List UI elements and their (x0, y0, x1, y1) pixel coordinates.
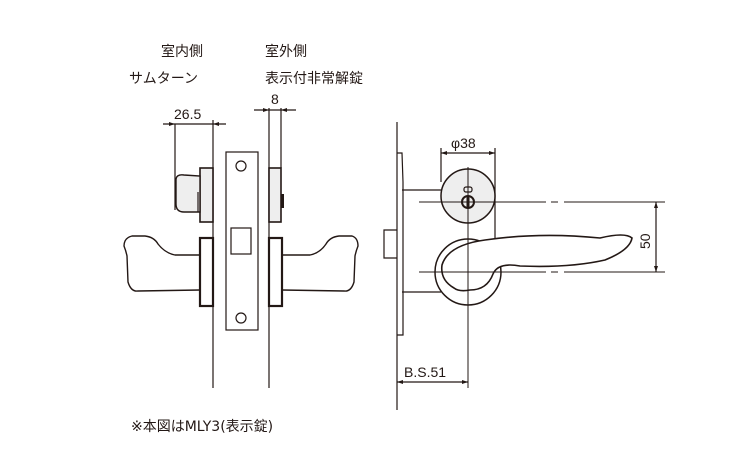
front-view (383, 122, 665, 410)
dim-text-50: 50 (637, 233, 653, 249)
emergency-release-label: 表示付非常解錠 (265, 71, 363, 87)
arrow-head (654, 266, 658, 272)
arrow-head (441, 151, 447, 155)
faceplate-edge (397, 152, 404, 336)
latch-opening (230, 227, 252, 255)
emergency-release-slot (281, 194, 284, 208)
dim-text-backset: B.S.51 (404, 364, 446, 380)
outdoor-side-label: 室外側 (265, 44, 307, 60)
lever-handle-indoor (123, 235, 201, 292)
side-view (123, 108, 359, 388)
arrow-head (281, 108, 287, 112)
dim-text-8: 8 (271, 91, 279, 107)
screw-hole-bottom (235, 312, 247, 324)
lever-handle-outdoor (281, 235, 359, 292)
latch-box (383, 229, 397, 259)
arrow-head (169, 122, 175, 126)
arrow-head (489, 151, 495, 155)
lever-handle (440, 234, 633, 292)
lever-rose-indoor (198, 236, 215, 308)
dim-text-phi38: φ38 (451, 135, 476, 151)
arrow-head (462, 380, 468, 384)
arrow-head (263, 108, 269, 112)
thumbturn-escutcheon (199, 167, 214, 223)
indicator-escutcheon (268, 167, 282, 223)
thumbturn-label: サムターン (129, 71, 199, 87)
thumbturn-knob (175, 174, 201, 213)
arrow-head (213, 122, 219, 126)
arrow-head (397, 380, 403, 384)
screw-hole-top (235, 160, 247, 172)
arrow-head (654, 202, 658, 208)
dim-text-26-5: 26.5 (174, 106, 201, 122)
lever-rose-outdoor (267, 236, 284, 308)
lock-faceplate (225, 151, 259, 331)
figure-caption: ※本図はMLY3(表示錠) (131, 419, 274, 435)
indoor-side-label: 室内側 (161, 44, 203, 60)
